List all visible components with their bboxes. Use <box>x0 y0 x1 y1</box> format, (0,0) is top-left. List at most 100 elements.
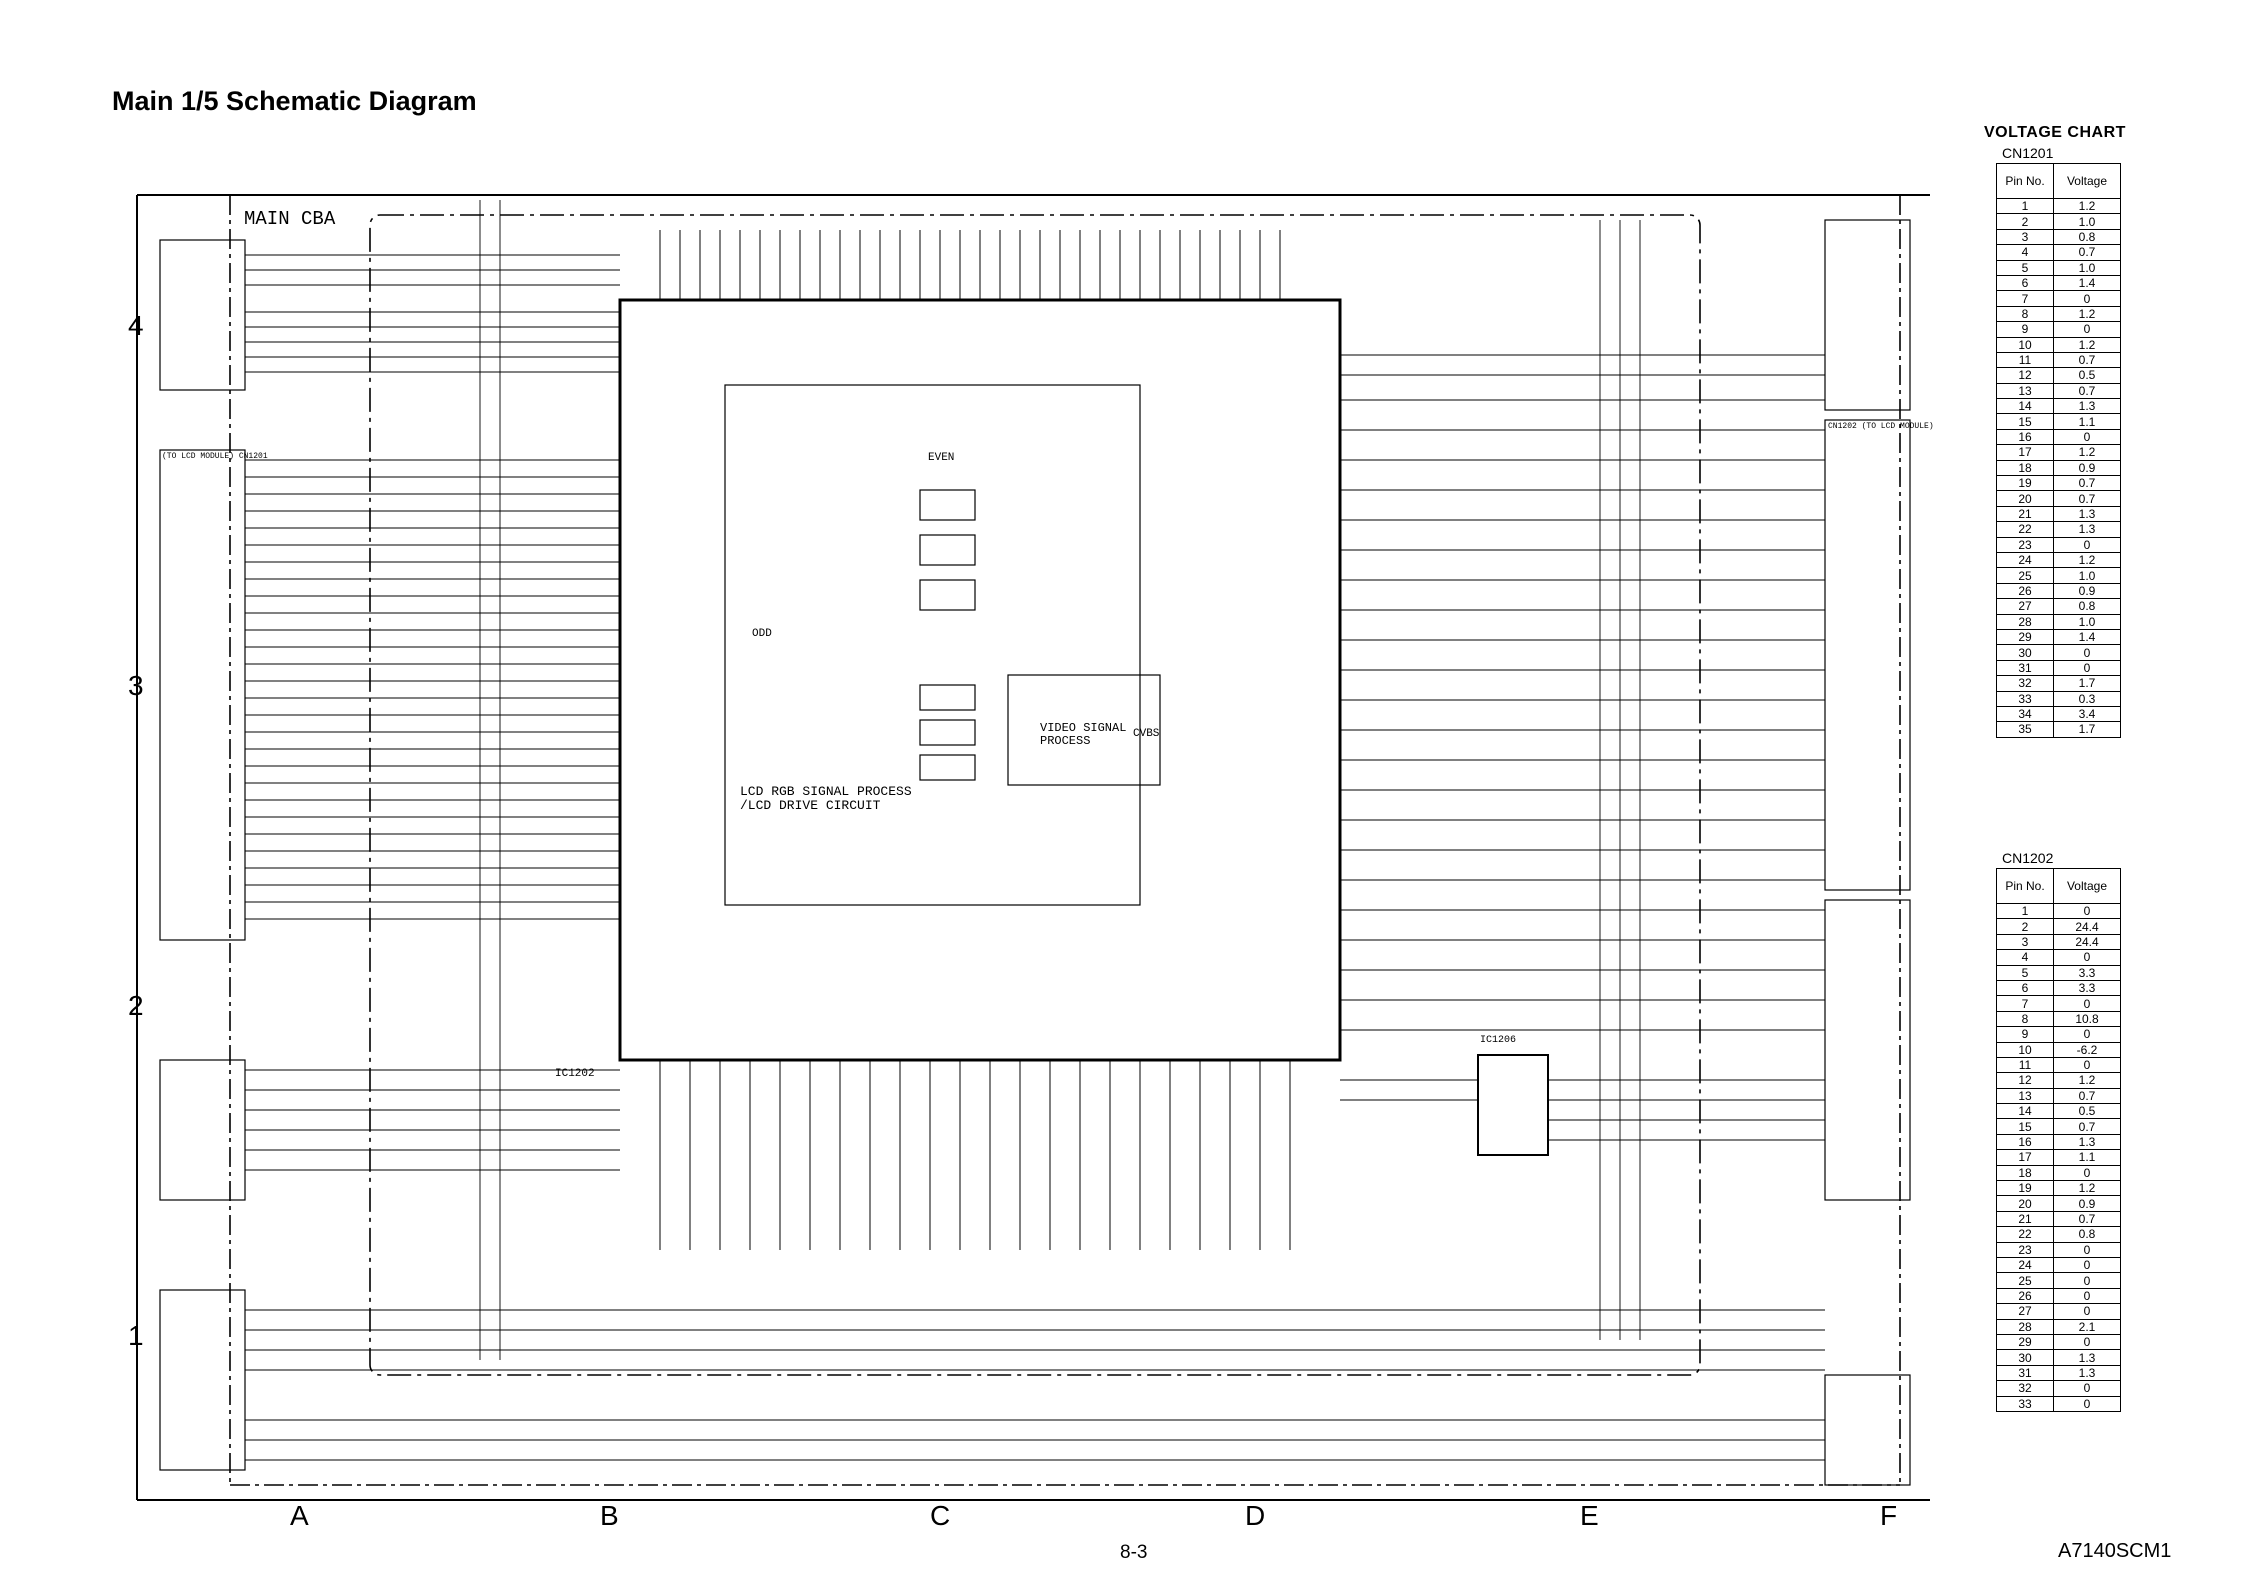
voltage-value: 1.4 <box>2053 628 2121 646</box>
voltage-header: Voltage <box>2053 163 2121 199</box>
pin-number: 30 <box>1996 1349 2054 1366</box>
pin-number: 6 <box>1996 979 2054 997</box>
pin-number: 1 <box>1996 902 2054 920</box>
voltage-value: 1.1 <box>2053 413 2121 430</box>
voltage-value: 1.2 <box>2053 336 2121 353</box>
cn1201-label: CN1201 <box>2002 145 2054 161</box>
even-label: EVEN <box>928 452 955 464</box>
pin-number: 31 <box>1996 1364 2054 1382</box>
voltage-value: 0 <box>2053 995 2121 1012</box>
voltage-value: 0 <box>2053 1303 2121 1320</box>
pin-number: 29 <box>1996 628 2054 646</box>
pin-number: 24 <box>1996 1256 2054 1274</box>
voltage-value: 1.1 <box>2053 1149 2121 1166</box>
pin-number: 17 <box>1996 444 2054 461</box>
voltage-value: 0 <box>2053 1272 2121 1289</box>
pin-number: 18 <box>1996 459 2054 477</box>
voltage-value: 1.0 <box>2053 213 2121 230</box>
pin-number: 18 <box>1996 1164 2054 1182</box>
voltage-value: 0.9 <box>2053 1195 2121 1212</box>
page-number: 8-3 <box>1120 1542 1148 1563</box>
pin-number: 24 <box>1996 551 2054 569</box>
pin-number: 30 <box>1996 644 2054 661</box>
ic-main-ref: IC1202 <box>555 1068 595 1080</box>
pin-number: 17 <box>1996 1149 2054 1166</box>
voltage-value: 1.3 <box>2053 505 2121 523</box>
voltage-value: 0 <box>2053 321 2121 338</box>
pin-number: 27 <box>1996 598 2054 615</box>
cvbs-label: CVBS <box>1133 728 1160 740</box>
pin-number: 12 <box>1996 1072 2054 1089</box>
pin-number: 4 <box>1996 949 2054 966</box>
pin-number: 11 <box>1996 351 2054 369</box>
pin-number: 14 <box>1996 398 2054 415</box>
pin-no-header: Pin No. <box>1996 163 2054 199</box>
voltage-value: 1.0 <box>2053 259 2121 276</box>
voltage-value: 0 <box>2053 290 2121 307</box>
voltage-value: 1.2 <box>2053 551 2121 569</box>
pin-number: 21 <box>1996 1210 2054 1228</box>
ic-main-block1: LCD RGB SIGNAL PROCESS /LCD DRIVE CIRCUI… <box>740 784 912 813</box>
voltage-value: 1.2 <box>2053 444 2121 461</box>
voltage-value: 0 <box>2053 1241 2121 1258</box>
voltage-value: 0 <box>2053 1056 2121 1074</box>
voltage-value: 0 <box>2053 1395 2121 1412</box>
pin-number: 31 <box>1996 659 2054 677</box>
voltage-value: 3.4 <box>2053 705 2121 723</box>
voltage-value: 0.8 <box>2053 228 2121 246</box>
pin-number: 23 <box>1996 1241 2054 1258</box>
pin-number: 13 <box>1996 382 2054 400</box>
pin-number: 15 <box>1996 1118 2054 1135</box>
voltage-value: 0 <box>2053 949 2121 966</box>
voltage-value: 0.7 <box>2053 475 2121 492</box>
pin-number: 20 <box>1996 490 2054 507</box>
pin-number: 5 <box>1996 964 2054 981</box>
voltage-value: 0.7 <box>2053 1210 2121 1228</box>
pin-number: 3 <box>1996 228 2054 246</box>
svg-text:E: E <box>1580 1500 1599 1531</box>
pin-number: 34 <box>1996 705 2054 723</box>
cn1202-label: CN1202 <box>2002 850 2054 866</box>
voltage-chart-title: VOLTAGE CHART <box>1984 124 2126 141</box>
document-code: A7140SCM1 <box>2058 1540 2172 1562</box>
voltage-value: 1.3 <box>2053 1133 2121 1151</box>
voltage-value: 0.7 <box>2053 244 2121 261</box>
voltage-value: 1.7 <box>2053 721 2121 738</box>
pin-number: 22 <box>1996 521 2054 538</box>
pin-number: 15 <box>1996 413 2054 430</box>
voltage-value: 10.8 <box>2053 1010 2121 1028</box>
pin-number: 33 <box>1996 690 2054 707</box>
svg-text:D: D <box>1245 1500 1265 1531</box>
voltage-value: 0 <box>2053 536 2121 553</box>
voltage-value: 0 <box>2053 902 2121 920</box>
